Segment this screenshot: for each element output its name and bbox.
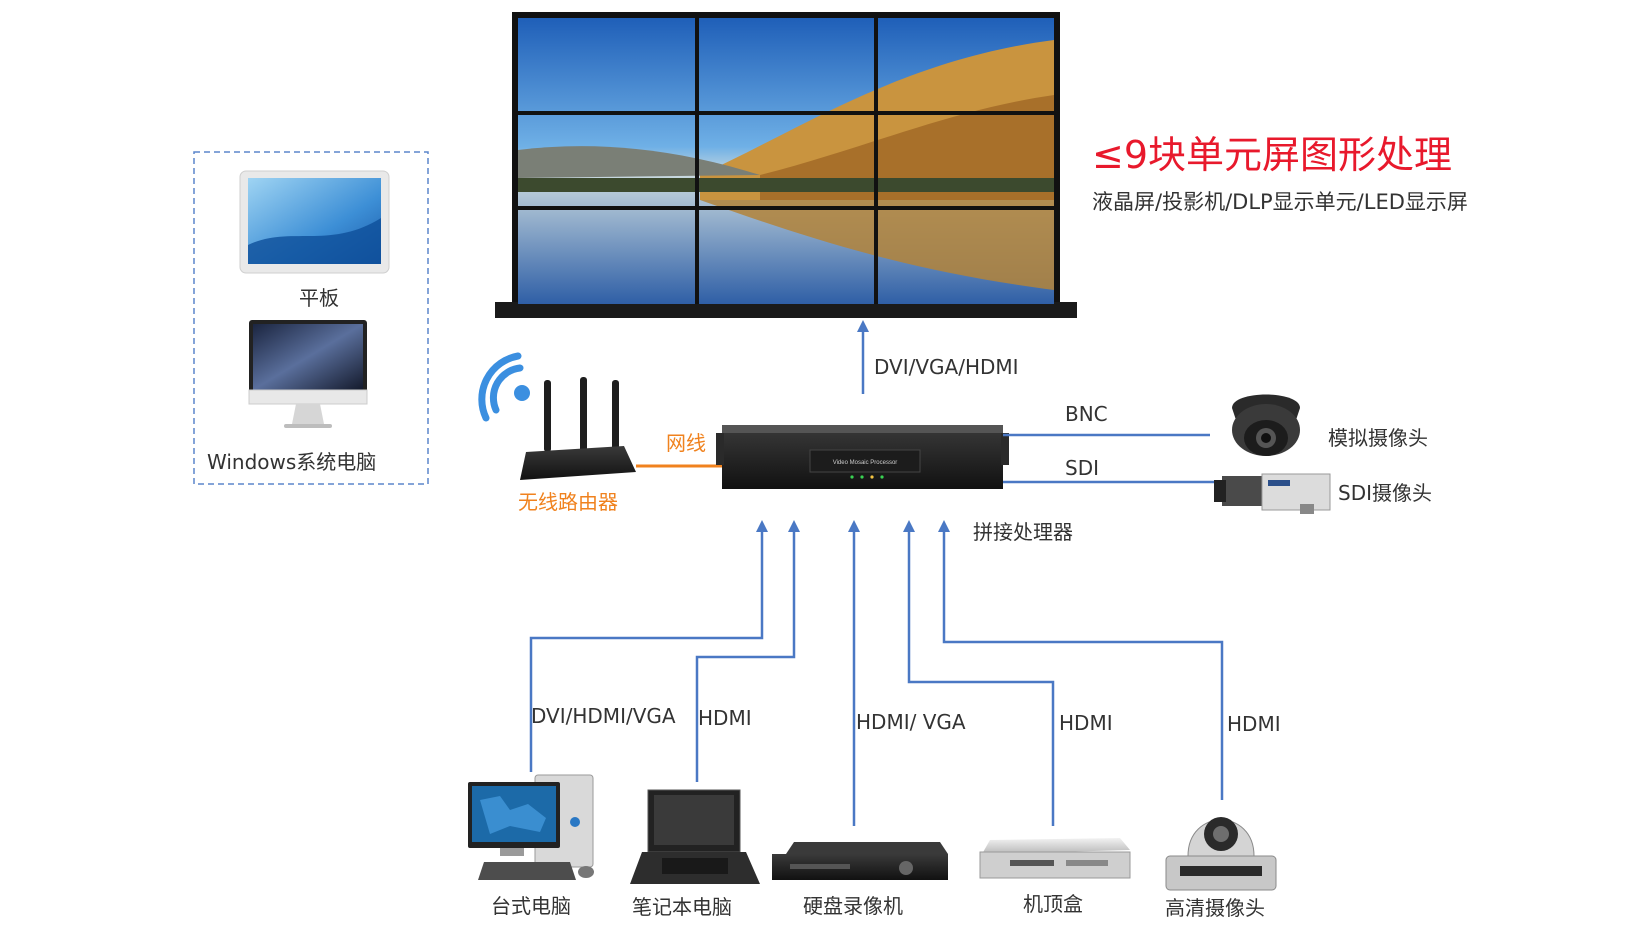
bnc-port-label: BNC xyxy=(1065,402,1108,426)
wireless-devices-box xyxy=(193,151,429,485)
ptz-port-label: HDMI xyxy=(1227,712,1281,736)
source-connectors xyxy=(529,530,1224,826)
windows-pc-label: Windows系统电脑 xyxy=(207,450,377,474)
desktop-pc-icon xyxy=(468,774,594,880)
router-icon xyxy=(520,377,636,480)
sdi-camera-label: SDI摄像头 xyxy=(1338,481,1432,505)
tablet-label: 平板 xyxy=(299,286,339,310)
processor-icon: Video Mosaic Processor xyxy=(716,425,1009,489)
desktop-port-label: DVI/HDMI/VGA xyxy=(531,704,676,728)
lan-link-label: 网线 xyxy=(666,431,706,455)
processor-label: 拼接处理器 xyxy=(973,520,1073,544)
ptz-camera-icon xyxy=(1165,817,1277,891)
laptop-label: 笔记本电脑 xyxy=(632,895,732,919)
set-top-box-icon xyxy=(979,838,1131,879)
processor-panel-text: Video Mosaic Processor xyxy=(833,460,898,466)
laptop-icon xyxy=(630,789,760,884)
output-arrow xyxy=(857,320,869,394)
dvr-icon xyxy=(772,842,948,880)
dome-camera-icon xyxy=(1232,394,1300,456)
laptop-port-label: HDMI xyxy=(698,706,752,730)
box-camera-icon xyxy=(1214,473,1331,514)
router-label: 无线路由器 xyxy=(518,490,618,514)
video-wall-title: ≤9块单元屏图形处理 xyxy=(1092,133,1453,177)
output-port-label: DVI/VGA/HDMI xyxy=(874,355,1019,379)
stb-label: 机顶盒 xyxy=(1023,892,1083,916)
desktop-monitor-icon xyxy=(248,320,368,428)
stb-port-label: HDMI xyxy=(1059,711,1113,735)
tablet-icon xyxy=(239,170,390,274)
video-wall-icon xyxy=(495,12,1077,318)
analog-camera-label: 模拟摄像头 xyxy=(1328,426,1428,450)
ptz-label: 高清摄像头 xyxy=(1165,896,1265,920)
source-arrowheads xyxy=(756,520,950,532)
desktop-label: 台式电脑 xyxy=(491,894,571,918)
video-wall-subtitle: 液晶屏/投影机/DLP显示单元/LED显示屏 xyxy=(1092,190,1468,214)
dvr-label: 硬盘录像机 xyxy=(803,894,903,918)
wifi-icon xyxy=(478,352,530,422)
dvr-port-label: HDMI/ VGA xyxy=(856,710,966,734)
sdi-port-label: SDI xyxy=(1065,456,1099,480)
